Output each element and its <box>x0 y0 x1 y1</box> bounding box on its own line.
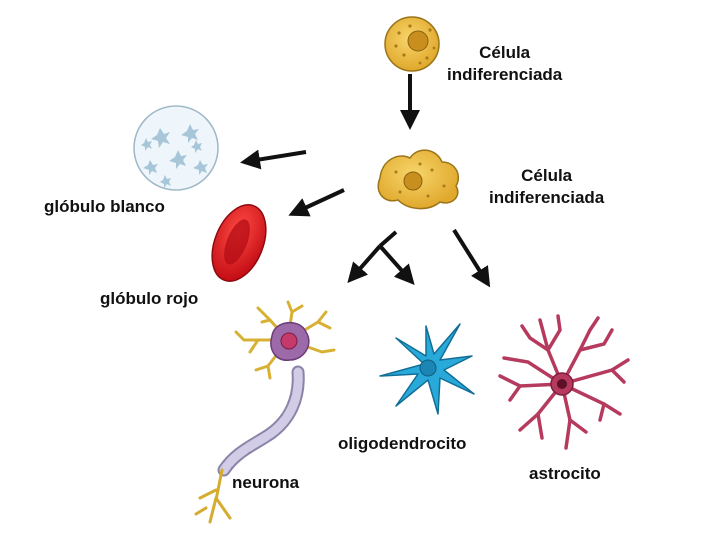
arrow-to-neuron <box>347 244 382 283</box>
neuron <box>194 300 336 524</box>
stem-cell-top <box>384 16 440 72</box>
white-blood-cell-label: glóbulo blanco <box>44 197 165 216</box>
stem-cell-middle-label: Célula indiferenciada <box>489 165 604 209</box>
arrow-to-astrocyte <box>452 228 491 288</box>
stem-cell-middle-label-line1: Célula <box>521 166 573 185</box>
stem-cell-middle-label-line2: indiferenciada <box>489 188 605 207</box>
arrow-branch-stem <box>378 230 398 248</box>
stem-cell-middle <box>377 149 460 210</box>
red-blood-cell <box>211 204 267 282</box>
arrow-to-oligodendrocyte <box>378 244 415 285</box>
stem-cell-top-label-line2: indiferenciada <box>447 65 563 84</box>
oligodendrocyte <box>379 323 475 415</box>
oligodendrocyte-label: oligodendrocito <box>338 434 467 453</box>
astrocyte <box>498 314 630 450</box>
red-blood-cell-label: glóbulo rojo <box>100 289 199 308</box>
astrocyte-label: astrocito <box>529 464 601 483</box>
stem-cell-top-label: Célula indiferenciada <box>447 42 562 86</box>
neuron-label: neurona <box>232 473 300 492</box>
stem-cell-top-label-line1: Célula <box>479 43 531 62</box>
arrow-to-white-blood-cell <box>240 149 307 170</box>
white-blood-cell <box>133 105 219 191</box>
arrow-to-red-blood-cell <box>288 188 345 217</box>
